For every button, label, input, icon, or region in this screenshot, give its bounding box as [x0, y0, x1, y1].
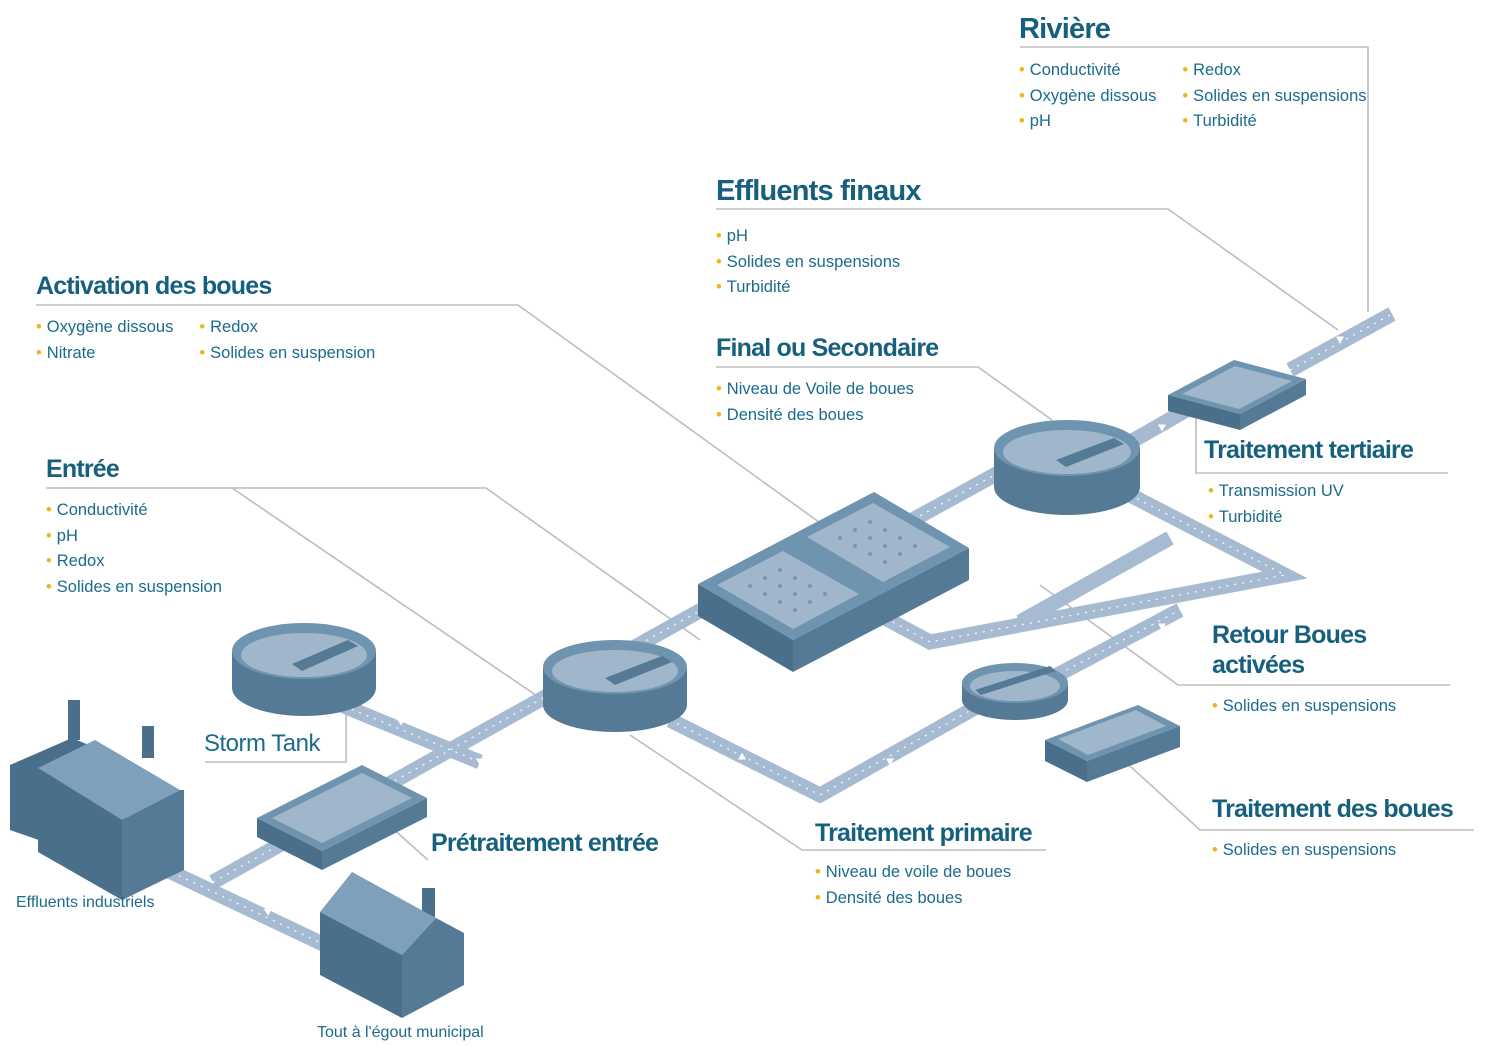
pipe-primary-out [666, 698, 984, 804]
list-item: Densité des boues [815, 886, 1032, 912]
effluents-finaux-title: Effluents finaux [716, 175, 922, 207]
flow-arrow [1336, 336, 1345, 344]
flow-arrow [980, 514, 989, 522]
riviere-list-2: Redox Solides en suspensions Turbidité [1182, 58, 1366, 135]
list-item: Oxygène dissous [36, 315, 174, 341]
leader-line-tertiaire [1195, 393, 1448, 474]
final-secondaire-list: Niveau de Voile de boues Densité des bou… [716, 377, 938, 428]
list-item: Conductivité [46, 498, 222, 524]
tertiaire-list: Transmission UV Turbidité [1208, 479, 1413, 530]
flow-arrow [706, 644, 715, 652]
final-secondaire-title: Final ou Secondaire [716, 334, 939, 362]
pretraitement-title: Prétraitement entrée [431, 829, 659, 857]
storm-tank [232, 623, 376, 716]
factory-building [10, 700, 184, 900]
entree-list: Conductivité pH Redox Solides en suspens… [46, 498, 222, 600]
list-item: Niveau de voile de boues [815, 860, 1032, 886]
final-secondaire-group: Final ou Secondaire Niveau de Voile de b… [716, 333, 939, 428]
traitement-boues-title: Traitement des boues [1212, 795, 1454, 823]
primary-clarifier [543, 640, 687, 732]
list-item: Transmission UV [1208, 479, 1413, 505]
traitement-boues-group: Traitement des boues Solides en suspensi… [1212, 794, 1454, 864]
entree-group: Entrée Conductivité pH Redox Solides en … [46, 454, 222, 600]
return-sludge-clarifier [962, 663, 1068, 720]
list-item: Nitrate [36, 341, 173, 367]
list-item: Redox [46, 549, 222, 575]
list-item: Solides en suspensions [716, 250, 921, 276]
entree-title: Entrée [46, 455, 120, 483]
list-item: Turbidité [1182, 109, 1366, 135]
effluents-industriels-label: Effluents industriels [16, 894, 155, 911]
flow-arrow [738, 752, 747, 760]
retour-title-line1: Retour Boues [1212, 621, 1367, 649]
activation-list-2: Redox Solides en suspension [199, 315, 375, 366]
list-item: Solides en suspensions [1212, 694, 1396, 720]
flow-arrow [1158, 623, 1167, 631]
flow-arrow [476, 758, 485, 766]
list-item: Solides en suspension [46, 575, 222, 601]
primaire-group: Traitement primaire Niveau de voile de b… [815, 818, 1033, 911]
list-item: Solides en suspensions [1212, 838, 1453, 864]
activation-list-1: Oxygène dissous Nitrate [36, 315, 174, 367]
leader-line-entree [46, 487, 701, 641]
activation-title: Activation des boues [36, 272, 272, 300]
final-clarifier [994, 420, 1140, 515]
pretreatment-tank [257, 765, 427, 870]
list-item: Conductivité [1019, 58, 1156, 84]
flow-arrow [263, 908, 272, 916]
tertiary-tank [1168, 360, 1306, 430]
retour-group: Retour Boues activées Solides en suspens… [1212, 620, 1396, 720]
list-item: pH [46, 524, 222, 550]
pipe-return-branch [1016, 531, 1174, 629]
list-item: Redox [199, 315, 375, 341]
tertiaire-title: Traitement tertiaire [1204, 436, 1414, 464]
list-item: Niveau de Voile de boues [716, 377, 938, 403]
list-item: Redox [1182, 58, 1366, 84]
leader-line-entree-2 [231, 487, 541, 699]
leader-line-activation [36, 304, 831, 531]
leader-line-final [716, 366, 1053, 421]
flow-arrow [886, 758, 895, 766]
retour-title-line2: activées [1212, 651, 1305, 679]
aeration-bubbles [748, 520, 917, 612]
sludge-treatment-tank [1045, 705, 1180, 782]
list-item: Solides en suspensions [1182, 84, 1366, 110]
flow-arrow [1158, 424, 1167, 432]
list-item: Oxygène dissous [1019, 84, 1157, 110]
list-item: Densité des boues [716, 403, 938, 429]
leader-line-effluents-finaux [716, 208, 1339, 331]
flow-arrows [259, 336, 1345, 916]
list-item: Turbidité [716, 275, 921, 301]
egout-label: Tout à l'égout municipal [317, 1024, 484, 1041]
aeration-basin [698, 492, 969, 672]
primaire-list: Niveau de voile de boues Densité des bou… [815, 860, 1032, 911]
effluents-finaux-group: Effluents finaux pH Solides en suspensio… [716, 175, 922, 301]
leader-line-riviere [1020, 46, 1369, 312]
traitement-boues-list: Solides en suspensions [1212, 838, 1453, 864]
leader-line-primaire [629, 734, 1046, 851]
leader-lines [36, 46, 1474, 861]
flow-arrow [396, 718, 405, 726]
leader-line-storm [205, 692, 347, 763]
tertiaire-group: Traitement tertiaire Transmission UV Tur… [1204, 435, 1414, 530]
leader-line-boues [1117, 754, 1474, 831]
activation-group: Activation des boues Oxygène dissous Nit… [36, 271, 375, 366]
riviere-group: Rivière Conductivité Oxygène dissous pH … [1019, 14, 1367, 135]
storm-tank-label: Storm Tank [204, 730, 320, 757]
primaire-title: Traitement primaire [815, 819, 1033, 847]
house-building [320, 872, 464, 1018]
effluents-finaux-list: pH Solides en suspensions Turbidité [716, 224, 921, 301]
retour-list: Solides en suspensions [1212, 694, 1396, 720]
flow-arrow [259, 864, 268, 872]
list-item: pH [716, 224, 921, 250]
list-item: pH [1019, 109, 1156, 135]
list-item: Turbidité [1208, 505, 1413, 531]
list-item: Solides en suspension [199, 341, 375, 367]
flow-arrow [1023, 588, 1032, 596]
riviere-list-1: Conductivité Oxygène dissous pH [1019, 58, 1157, 135]
riviere-title: Rivière [1019, 13, 1111, 45]
